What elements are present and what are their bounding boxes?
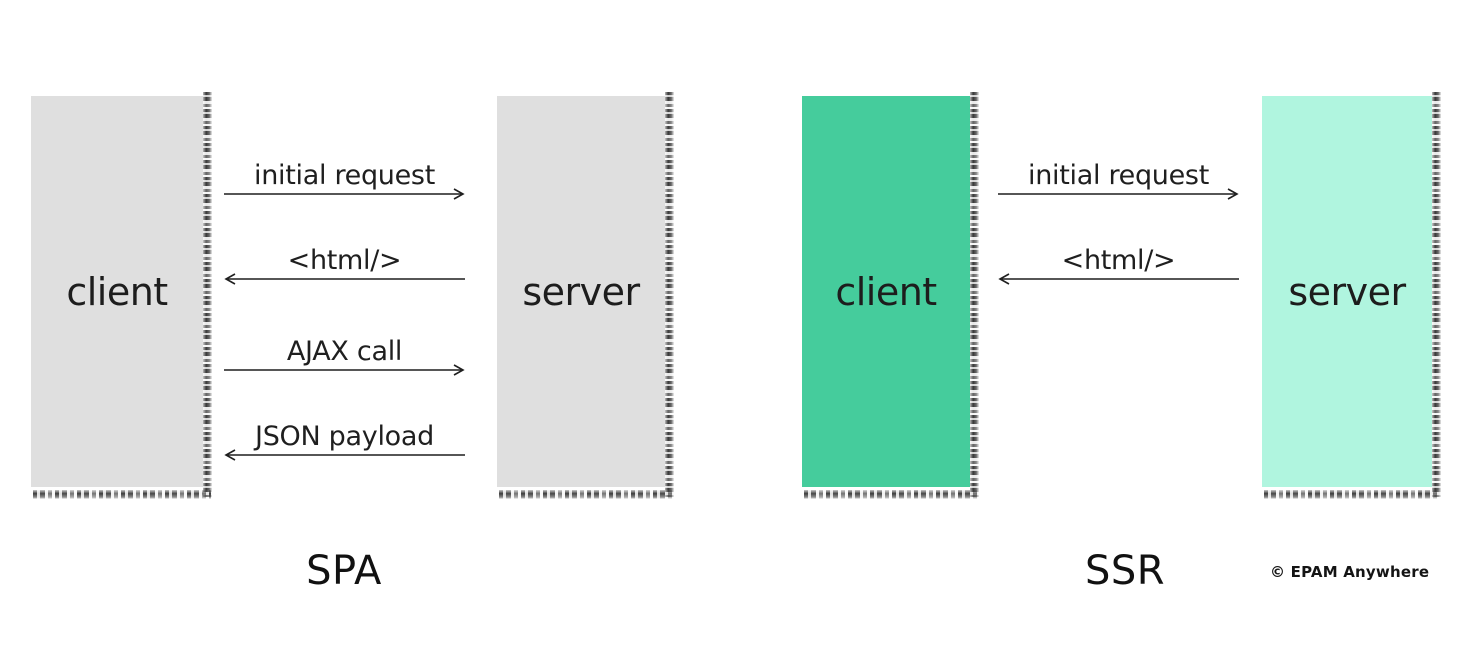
spa-message-ajax-call: AJAX call xyxy=(222,326,467,378)
arrow-left-icon xyxy=(224,449,465,461)
ssr-message-initial-request: initial request xyxy=(996,150,1241,202)
ssr-client-fill xyxy=(802,96,970,487)
credit-epam-anywhere: © EPAM Anywhere xyxy=(1270,563,1430,581)
ssr-caption: SSR xyxy=(1084,548,1166,594)
ssr-client-box: client xyxy=(802,92,979,499)
spa-server-sketch-edge-bottom xyxy=(499,490,673,499)
spa-message-initial-request-label: initial request xyxy=(254,160,435,191)
ssr-server-label: server xyxy=(1288,269,1406,314)
spa-message-html-label: <html/> xyxy=(287,245,402,276)
spa-client-fill xyxy=(31,96,203,487)
spa-server-fill xyxy=(497,96,665,487)
ssr-client-sketch-edge-right xyxy=(970,92,979,497)
spa-server-label: server xyxy=(522,269,640,314)
ssr-message-html: <html/> xyxy=(996,235,1241,287)
ssr-message-html-label: <html/> xyxy=(1061,245,1176,276)
spa-caption: SPA xyxy=(306,548,382,594)
arrow-left-icon xyxy=(998,273,1239,285)
spa-message-ajax-call-label: AJAX call xyxy=(286,336,403,367)
spa-server-sketch-edge-right xyxy=(665,92,674,497)
arrow-right-icon xyxy=(224,364,465,376)
ssr-client-sketch-edge-bottom xyxy=(804,490,978,499)
arrow-right-icon xyxy=(998,188,1239,200)
ssr-message-initial-request-label: initial request xyxy=(1028,160,1209,191)
ssr-server-box: server xyxy=(1262,92,1441,499)
ssr-server-fill xyxy=(1262,96,1432,487)
ssr-server-sketch-edge-right xyxy=(1432,92,1441,497)
spa-client-sketch-edge-bottom xyxy=(33,490,211,499)
arrow-left-icon xyxy=(224,273,465,285)
spa-client-box: client xyxy=(31,92,212,499)
ssr-client-label: client xyxy=(835,269,937,314)
spa-message-json-payload: JSON payload xyxy=(222,411,467,463)
spa-message-json-payload-label: JSON payload xyxy=(255,421,434,452)
spa-client-label: client xyxy=(66,269,168,314)
spa-client-sketch-edge-right xyxy=(203,92,212,497)
arrow-right-icon xyxy=(224,188,465,200)
spa-message-html: <html/> xyxy=(222,235,467,287)
spa-server-box: server xyxy=(497,92,674,499)
ssr-server-sketch-edge-bottom xyxy=(1264,490,1440,499)
spa-message-initial-request: initial request xyxy=(222,150,467,202)
